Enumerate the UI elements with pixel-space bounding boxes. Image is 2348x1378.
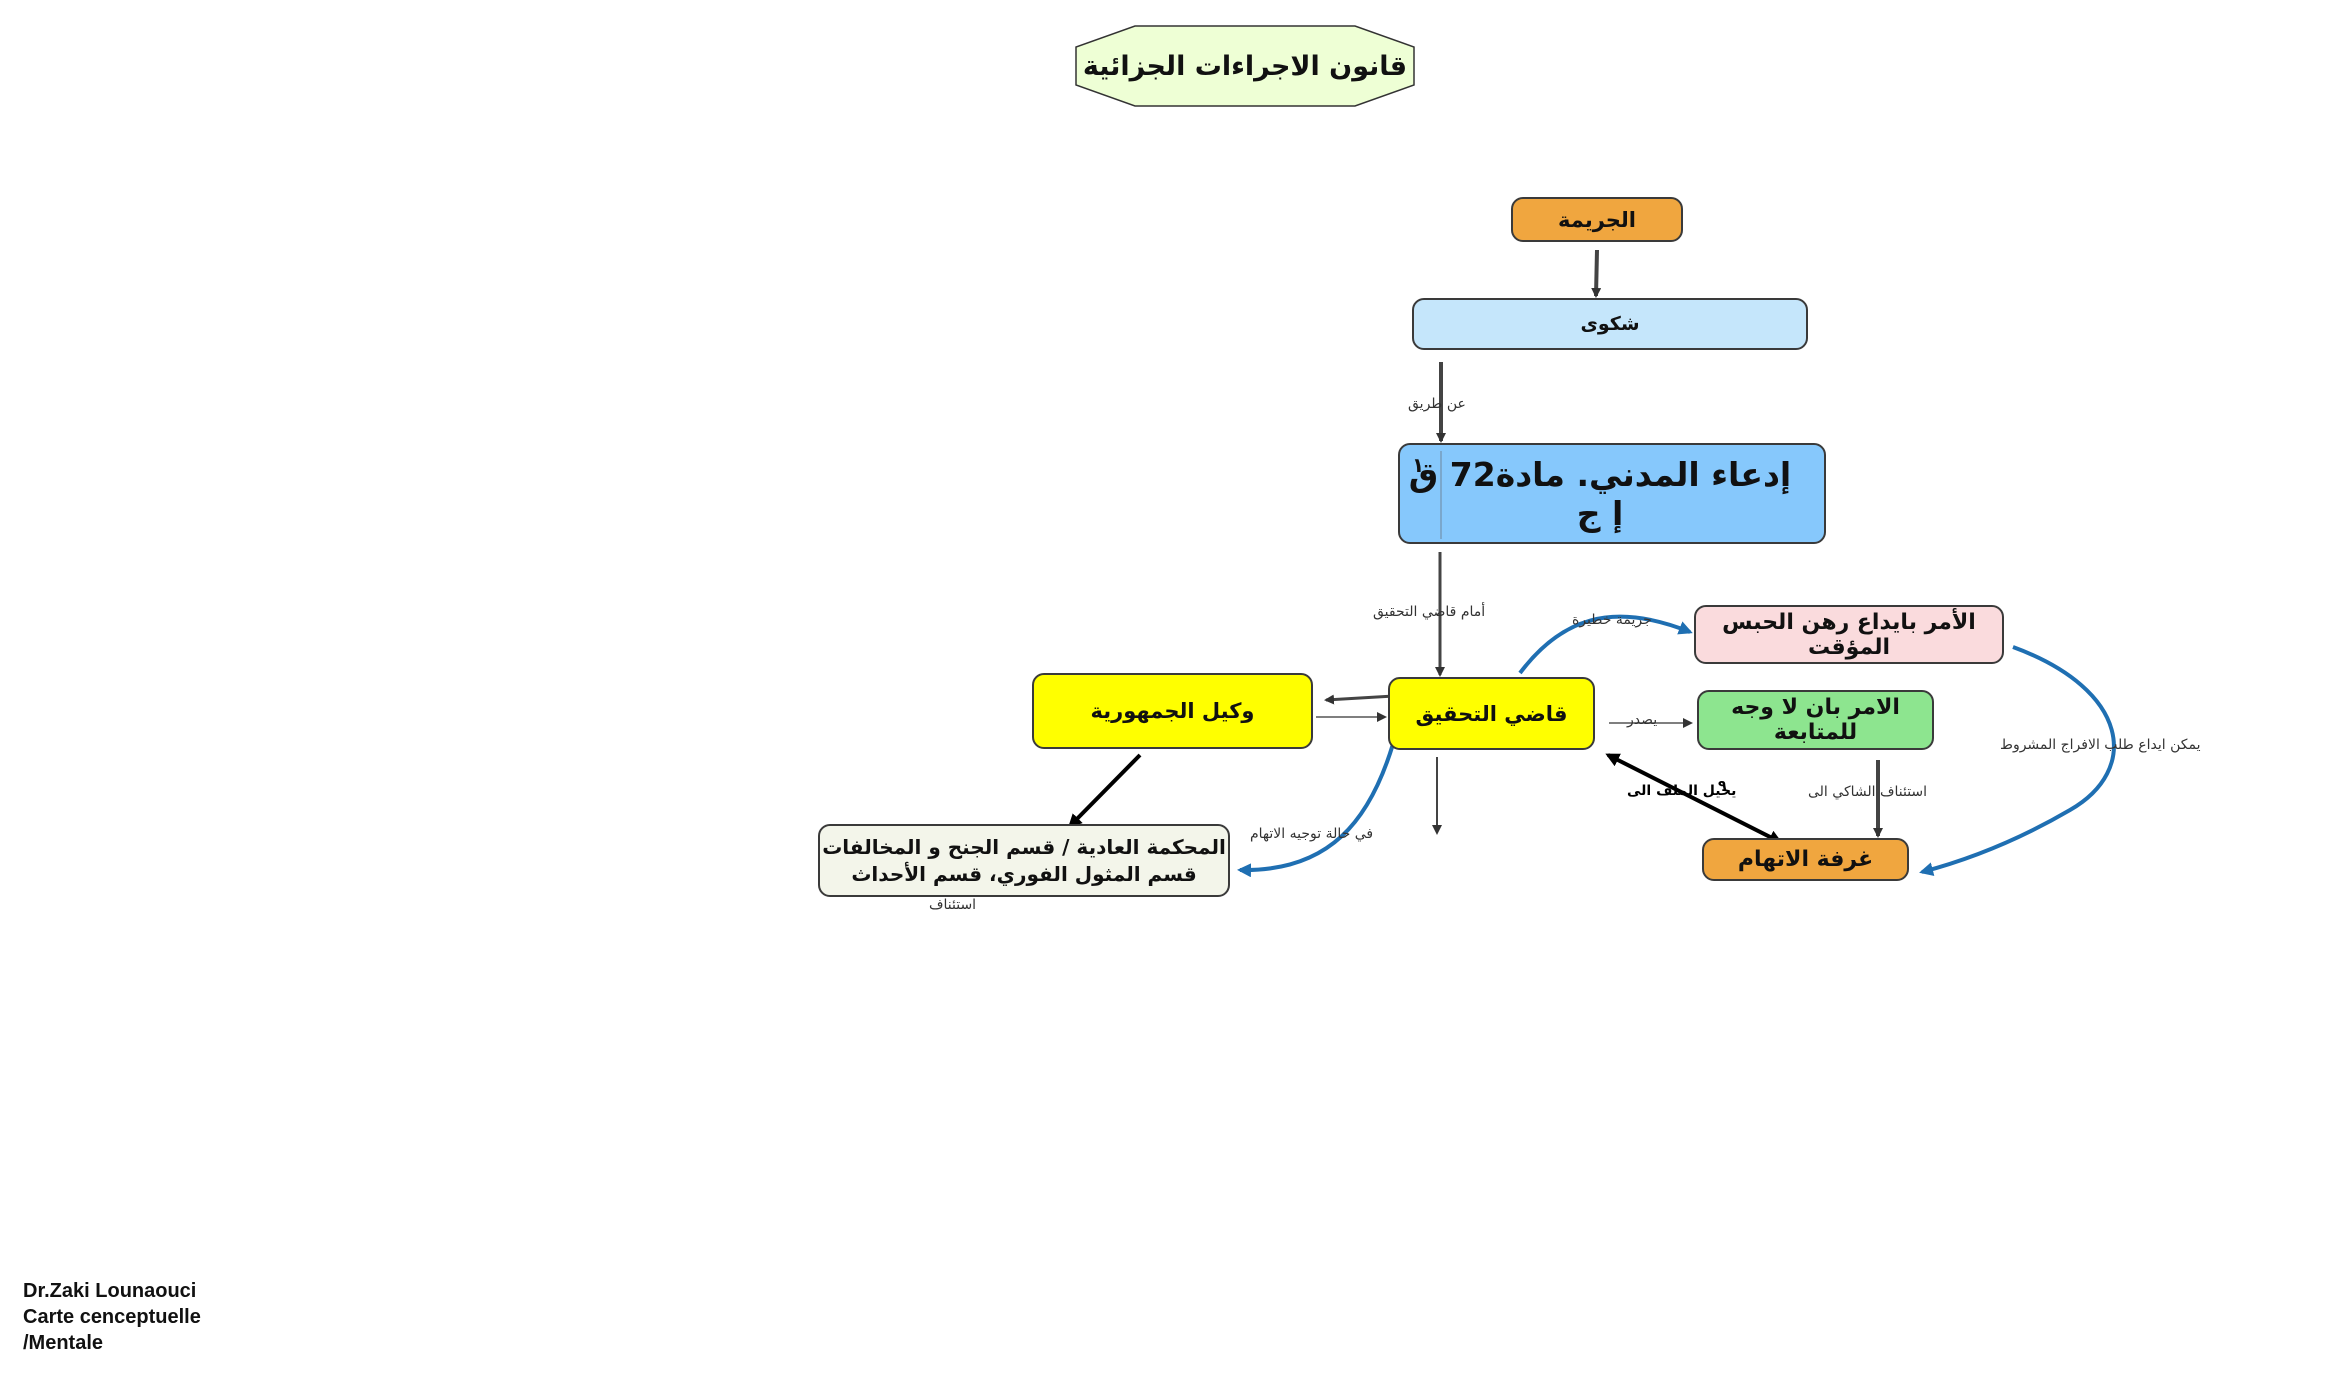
- author-name: Dr.Zaki Lounaouci: [23, 1280, 197, 1302]
- label-refers-mark: ٩: [1718, 778, 1727, 794]
- complaint-node: شكوى: [1412, 298, 1808, 350]
- label-conditional-release: يمكن ايداع طلب الافراج المشروط: [2000, 737, 2201, 753]
- label-if-charged: في حالة توجيه الاتهام: [1250, 826, 1374, 842]
- label-refers-file: يحيل الملف الى: [1627, 783, 1737, 799]
- curve-detention-accusation: [1919, 645, 2116, 876]
- label-appeal: استئناف: [929, 897, 977, 913]
- arrow-judge-accusation: [1605, 753, 1783, 844]
- label-issues: يصدر: [1627, 712, 1658, 728]
- label-complainant-appeal: استئناف الشاكي الى: [1808, 784, 1928, 800]
- author-line-3: /Mentale: [23, 1332, 104, 1354]
- civil-claim-node: إدعاء المدني. مادة72 ق إ ج ١: [1398, 443, 1826, 544]
- author-credit: Dr.Zaki Lounaouci Carte cenceptuelle /Me…: [23, 1278, 201, 1356]
- page-title: قانون الاجراءات الجزائية: [1082, 50, 1408, 82]
- curve-judge-detention: [1518, 614, 1693, 675]
- title-octagon: [1075, 25, 1415, 107]
- label-before-judge: أمام قاضي التحقيق: [1373, 604, 1486, 620]
- arrow-judge-prosecutor: [1324, 694, 1395, 705]
- civil-claim-divider: [1440, 451, 1442, 539]
- crime-node: الجريمة: [1511, 197, 1683, 242]
- court-line-2: قسم المثول الفوري، قسم الأحداث: [851, 861, 1197, 886]
- civil-claim-label: إدعاء المدني. مادة72 ق إ ج: [1408, 454, 1792, 533]
- detention-order-node: الأمر بايداع رهن الحبس المؤقت: [1694, 605, 2004, 664]
- arrow-prosecutor-court: [1067, 753, 1142, 829]
- civil-claim-mark: ١: [1412, 453, 1425, 477]
- court-line-1: المحكمة العادية / قسم الجنح و المخالفات: [822, 834, 1226, 859]
- prosecutor-node: وكيل الجمهورية: [1032, 673, 1313, 749]
- investigating-judge-node: قاضي التحقيق: [1388, 677, 1595, 750]
- indictment-chamber-node: غرفة الاتهام: [1702, 838, 1909, 881]
- arrow-crime-complaint: [1591, 249, 1602, 298]
- court-node: المحكمة العادية / قسم الجنح و المخالفات …: [818, 824, 1230, 897]
- curve-judge-court: [1237, 743, 1395, 878]
- label-serious-crime: جريمة خطيرة: [1572, 612, 1652, 628]
- author-line-2: Carte cenceptuelle: [23, 1306, 201, 1328]
- label-by-way-of: عن طريق: [1408, 396, 1466, 412]
- no-case-order-node: الامر بان لا وجه للمتابعة: [1697, 690, 1934, 750]
